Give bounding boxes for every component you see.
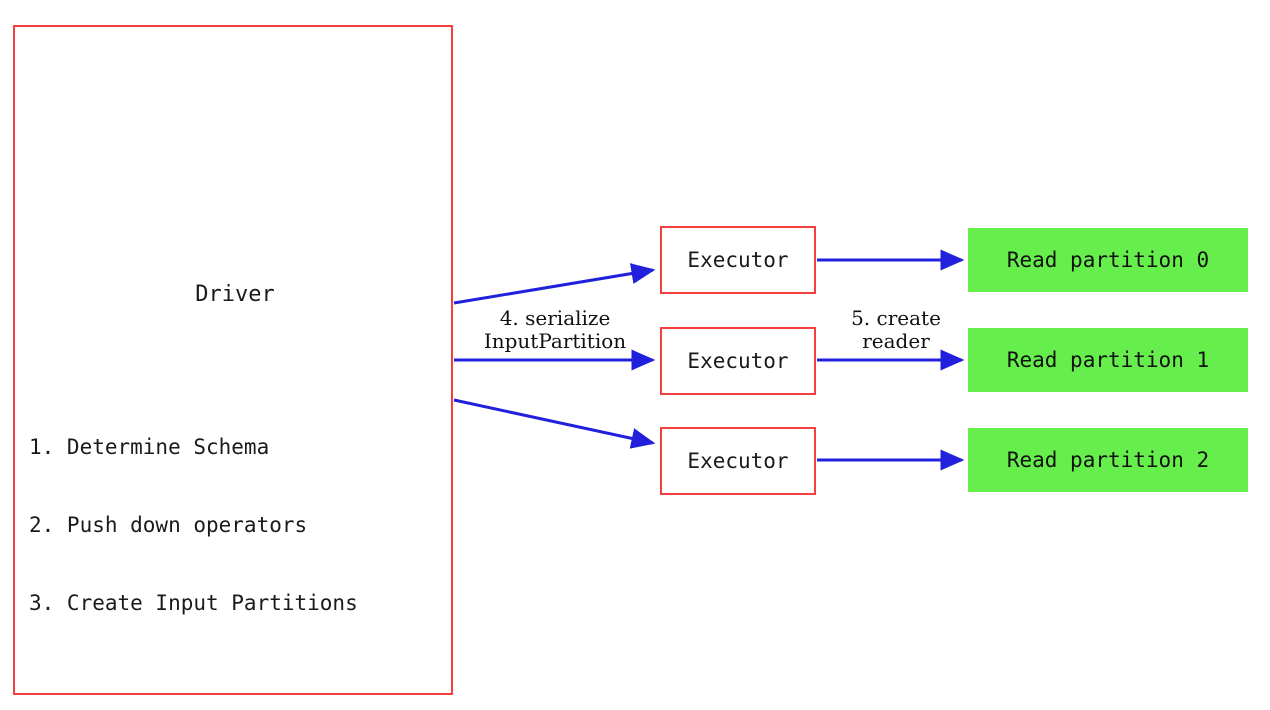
driver-step-2: 2. Push down operators <box>29 513 308 537</box>
edge-label-create-reader: 5. create reader <box>851 306 941 353</box>
read-partition-box-2: Read partition 2 <box>968 428 1248 492</box>
executor-label-1: Executor <box>687 248 789 272</box>
driver-step-1: 1. Determine Schema <box>29 435 270 459</box>
arrow-driver-to-executor-3 <box>453 398 656 449</box>
executor-label-2: Executor <box>687 349 789 373</box>
executor-box-1: Executor <box>660 226 816 294</box>
read-partition-label-0: Read partition 0 <box>1006 248 1210 272</box>
arrow-driver-to-executor-1 <box>453 263 656 305</box>
driver-box: Driver 1. Determine Schema 2. Push down … <box>13 25 453 695</box>
read-partition-label-2: Read partition 2 <box>1006 448 1210 472</box>
driver-title: Driver <box>195 282 275 307</box>
read-partition-box-1: Read partition 1 <box>968 328 1248 392</box>
driver-steps-list: 1. Determine Schema 2. Push down operato… <box>29 382 358 668</box>
read-partition-label-1: Read partition 1 <box>1006 348 1210 372</box>
executor-box-3: Executor <box>660 427 816 495</box>
edge-label-serialize-input-partition: 4. serialize InputPartition <box>483 306 627 353</box>
executor-box-2: Executor <box>660 327 816 395</box>
read-partition-box-0: Read partition 0 <box>968 228 1248 292</box>
driver-step-3: 3. Create Input Partitions <box>29 591 358 615</box>
executor-label-3: Executor <box>687 449 789 473</box>
